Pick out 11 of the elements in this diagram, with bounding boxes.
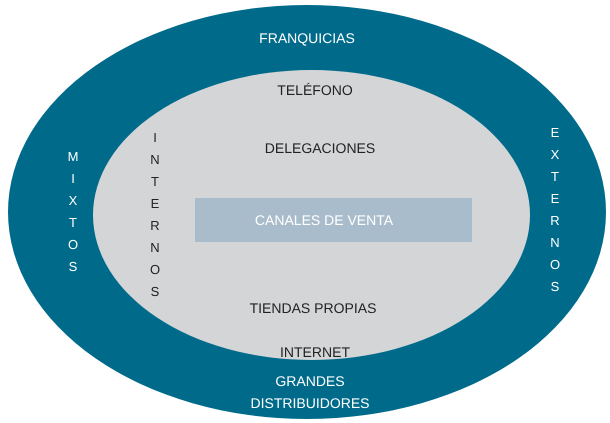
channel-label: DELEGACIONES — [264, 139, 376, 158]
channel-label: TELÉFONO — [277, 81, 353, 100]
channel-label: GRANDES DISTRIBUIDORES — [250, 372, 370, 413]
center-box — [195, 198, 472, 242]
channel-label: FRANQUICIAS — [259, 29, 355, 48]
vertical-label: INTERNOS — [148, 130, 162, 306]
channel-label: TIENDAS PROPIAS — [250, 299, 376, 318]
vertical-label: MIXTOS — [66, 149, 80, 281]
channel-label: INTERNET — [280, 343, 350, 362]
channel-label: CANALES DE VENTA — [254, 211, 394, 230]
vertical-label: EXTERNOS — [548, 125, 562, 301]
